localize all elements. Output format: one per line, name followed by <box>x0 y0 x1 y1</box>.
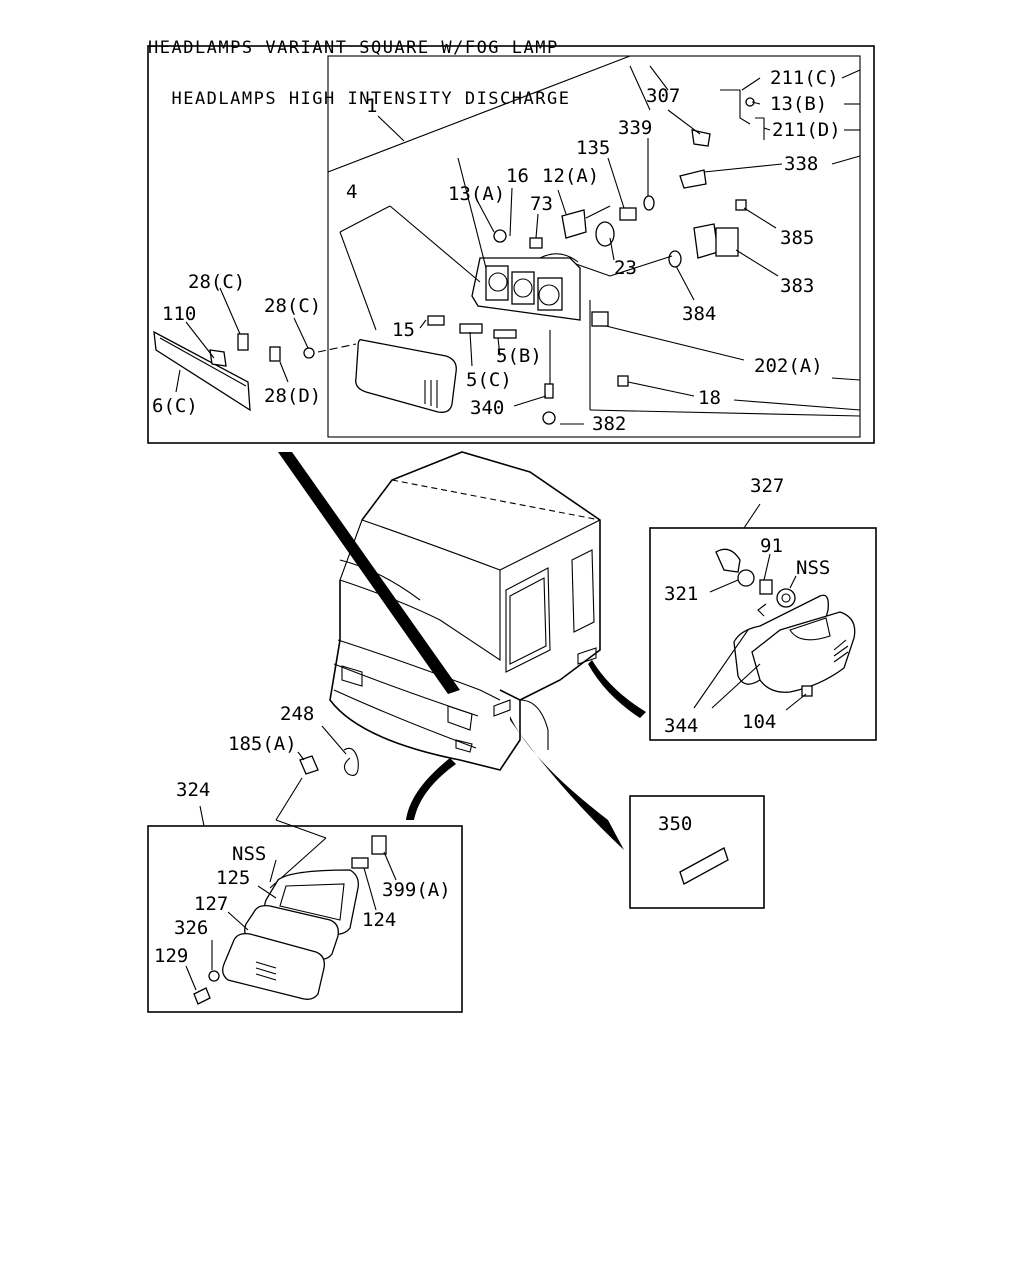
callout-344: 344 <box>664 715 698 737</box>
callout-18: 18 <box>698 387 721 409</box>
callout-13b: 13(B) <box>770 93 827 115</box>
callout-338: 338 <box>784 153 818 175</box>
callout-12a: 12(A) <box>542 165 599 187</box>
truck-cab <box>278 451 646 850</box>
callout-383: 383 <box>780 275 814 297</box>
plate-box: 350 <box>629 795 765 909</box>
callout-384: 384 <box>682 303 716 325</box>
front-lamp-box: 324 NSS 125 127 326 129 124 399(A) <box>147 779 463 1013</box>
callout-125: 125 <box>216 867 250 889</box>
callout-211c: 211(C) <box>770 67 839 89</box>
headlamp-assembly-box: 1 4 13(A) 16 12(A) 73 135 339 307 211(C)… <box>147 45 875 444</box>
callout-185a: 185(A) <box>228 733 297 755</box>
callout-399a: 399(A) <box>382 879 451 901</box>
callout-110: 110 <box>162 303 196 325</box>
callout-16: 16 <box>506 165 529 187</box>
callout-1: 1 <box>366 95 377 117</box>
callout-6c: 6(C) <box>152 395 198 417</box>
callout-307: 307 <box>646 85 680 107</box>
callout-340: 340 <box>470 397 504 419</box>
side-lamp-box: 327 91 NSS 321 344 104 <box>649 475 877 741</box>
callout-248: 248 <box>280 703 314 725</box>
callout-211d: 211(D) <box>772 119 841 141</box>
callout-327: 327 <box>750 475 784 497</box>
headlamp-housing <box>471 253 581 321</box>
callout-124: 124 <box>362 909 396 931</box>
callout-23: 23 <box>614 257 637 279</box>
callout-4: 4 <box>346 181 357 203</box>
callout-202a: 202(A) <box>754 355 823 377</box>
callout-129: 129 <box>154 945 188 967</box>
callout-91: 91 <box>760 535 783 557</box>
callout-28c-right: 28(C) <box>264 295 321 317</box>
callout-339: 339 <box>618 117 652 139</box>
callout-135: 135 <box>576 137 610 159</box>
callout-326: 326 <box>174 917 208 939</box>
callout-15: 15 <box>392 319 415 341</box>
headlamp-lens <box>355 339 457 413</box>
callout-73: 73 <box>530 193 553 215</box>
callout-28d: 28(D) <box>264 385 321 407</box>
title-line-1: HEADLAMPS VARIANT SQUARE W/FOG LAMP <box>148 38 559 58</box>
headlamp-callouts: 1 4 13(A) 16 12(A) 73 135 339 307 211(C)… <box>152 67 841 435</box>
callout-28c-left: 28(C) <box>188 271 245 293</box>
callout-382: 382 <box>592 413 626 435</box>
callout-127: 127 <box>194 893 228 915</box>
callout-321: 321 <box>664 583 698 605</box>
callout-385: 385 <box>780 227 814 249</box>
bezel-strip <box>153 330 251 412</box>
callout-13a: 13(A) <box>448 183 505 205</box>
callout-nss-front: NSS <box>232 843 266 865</box>
callout-5b: 5(B) <box>496 345 542 367</box>
callout-324: 324 <box>176 779 210 801</box>
callout-350: 350 <box>658 813 692 835</box>
callout-5c: 5(C) <box>466 369 512 391</box>
headlamp-leader-lines <box>175 65 861 425</box>
small-parts <box>237 89 765 425</box>
callout-104: 104 <box>742 711 776 733</box>
callout-nss-side: NSS <box>796 557 830 579</box>
